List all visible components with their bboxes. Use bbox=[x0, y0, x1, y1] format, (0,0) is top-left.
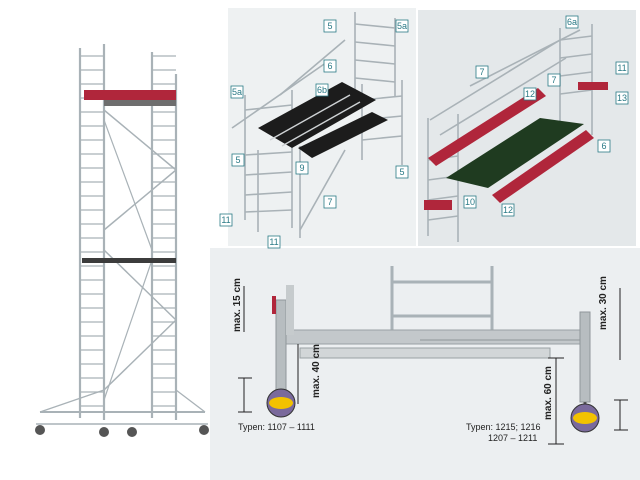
part-label-box bbox=[219, 213, 233, 227]
part-label-5a: 5a bbox=[232, 87, 242, 97]
exploded-platform-deck bbox=[258, 82, 376, 148]
part-label-box bbox=[323, 59, 337, 73]
part-label-5: 5 bbox=[399, 167, 404, 177]
dimension-max-15: max. 15 cm bbox=[232, 278, 243, 332]
part-label-6: 6 bbox=[327, 61, 332, 71]
part-label-13: 13 bbox=[617, 93, 627, 103]
part-label-box bbox=[597, 139, 611, 153]
part-label-12: 12 bbox=[503, 205, 513, 215]
toe-board-end bbox=[578, 82, 608, 90]
part-label-box bbox=[395, 165, 409, 179]
part-label-box bbox=[231, 153, 245, 167]
part-labels-left: 5 5a 6 6b 5a 9 5 5 11 7 11 bbox=[219, 19, 409, 249]
part-label-box bbox=[395, 19, 409, 33]
guard-rail-long-upper bbox=[428, 88, 546, 166]
part-label-6b: 6b bbox=[317, 85, 327, 95]
part-label-box bbox=[463, 195, 477, 209]
part-label-box bbox=[615, 91, 629, 105]
part-label-5: 5 bbox=[327, 21, 332, 31]
part-label-7: 7 bbox=[479, 67, 484, 77]
part-labels-right: 6a 7 11 7 12 13 6 10 12 bbox=[463, 15, 629, 217]
part-label-12: 12 bbox=[525, 89, 535, 99]
types-left: Typen: 1107 – 1111 bbox=[238, 422, 315, 432]
part-label-box bbox=[323, 19, 337, 33]
green-platform-deck bbox=[446, 118, 584, 188]
dimension-max-60: max. 60 cm bbox=[543, 366, 554, 420]
middle-platform bbox=[82, 258, 176, 263]
part-label-box bbox=[523, 87, 537, 101]
part-label-box bbox=[565, 15, 579, 29]
types-right-line1: Typen: 1215; 1216 bbox=[466, 422, 541, 432]
part-label-box bbox=[315, 83, 329, 97]
part-label-box bbox=[295, 161, 309, 175]
part-label-5a: 5a bbox=[397, 21, 407, 31]
guard-rail-long-lower bbox=[492, 130, 594, 203]
part-label-5: 5 bbox=[235, 155, 240, 165]
part-label-11: 11 bbox=[617, 63, 626, 73]
part-label-6a: 6a bbox=[567, 17, 577, 27]
part-label-6: 6 bbox=[601, 141, 606, 151]
part-label-9: 9 bbox=[299, 163, 304, 173]
tower-caster-wheels bbox=[35, 425, 209, 437]
part-label-box bbox=[323, 195, 337, 209]
part-label-11: 11 bbox=[269, 237, 278, 247]
part-label-11: 11 bbox=[221, 215, 230, 225]
dimension-max-30: max. 30 cm bbox=[598, 276, 609, 330]
dimension-max-40: max. 40 cm bbox=[311, 344, 322, 398]
part-label-box bbox=[267, 235, 281, 249]
part-label-box bbox=[615, 61, 629, 75]
part-label-box bbox=[501, 203, 515, 217]
part-label-box bbox=[230, 85, 244, 99]
caster-detail bbox=[238, 266, 628, 445]
part-label-7: 7 bbox=[327, 197, 332, 207]
types-right-line2: 1207 – 1211 bbox=[488, 433, 537, 443]
scaffold-tower bbox=[36, 44, 208, 425]
top-guard-rail bbox=[84, 90, 176, 100]
toe-board-front bbox=[424, 200, 452, 210]
part-label-7: 7 bbox=[551, 75, 556, 85]
part-label-box bbox=[547, 73, 561, 87]
top-platform bbox=[104, 100, 176, 106]
exploded-platform-deck-2 bbox=[298, 112, 388, 158]
part-label-10: 10 bbox=[465, 197, 475, 207]
part-label-box bbox=[475, 65, 489, 79]
